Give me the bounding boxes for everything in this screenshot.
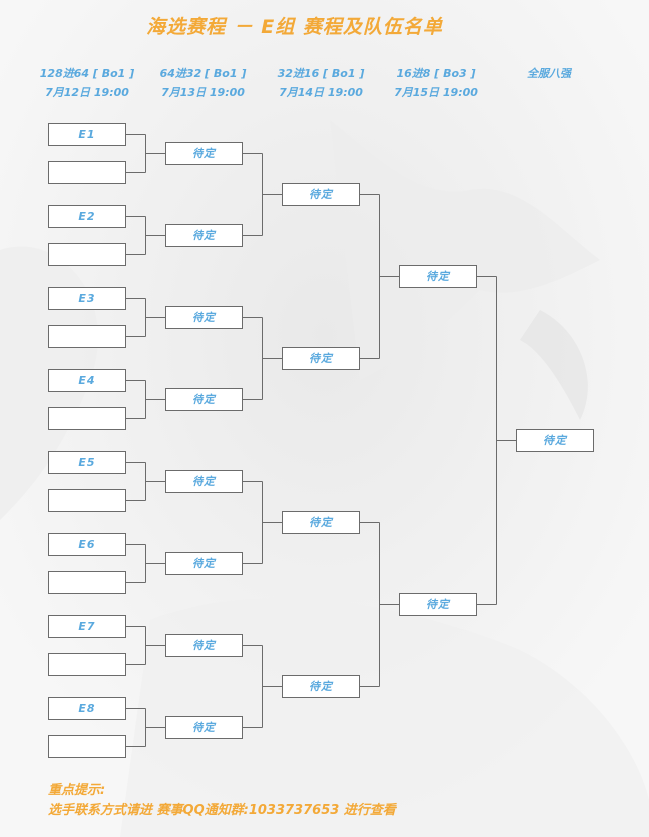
match-slot: 待定: [282, 183, 360, 206]
match-slot: 待定: [282, 347, 360, 370]
team-slot: E8: [48, 697, 126, 720]
round-date: 7月15日 19:00: [394, 86, 478, 99]
notes: 重点提示: 选手联系方式请进 赛事QQ通知群:1033737653 进行查看: [48, 781, 396, 821]
team-slot: E4: [48, 369, 126, 392]
match-slot: 待定: [516, 429, 594, 452]
round-name: 16进8 [ Bo3 ]: [396, 67, 476, 80]
match-slot: 待定: [165, 552, 243, 575]
notes-heading: 重点提示:: [48, 783, 106, 798]
round-name: 128进64 [ Bo1 ]: [39, 67, 135, 80]
round-header-top-8: 全服八强: [494, 64, 604, 83]
match-slot: 待定: [165, 716, 243, 739]
team-slot: E2: [48, 205, 126, 228]
round-date: 7月12日 19:00: [45, 86, 129, 99]
round-header-64-to-32: 64进32 [ Bo1 ] 7月13日 19:00: [148, 64, 258, 102]
team-slot: [48, 653, 126, 676]
team-slot: E5: [48, 451, 126, 474]
team-slot: E3: [48, 287, 126, 310]
match-slot: 待定: [165, 470, 243, 493]
team-slot: [48, 243, 126, 266]
team-slot: [48, 161, 126, 184]
round-header-32-to-16: 32进16 [ Bo1 ] 7月14日 19:00: [266, 64, 376, 102]
match-slot: 待定: [165, 142, 243, 165]
match-slot: 待定: [165, 306, 243, 329]
round-date: 7月13日 19:00: [161, 86, 245, 99]
team-slot: E7: [48, 615, 126, 638]
team-slot: [48, 571, 126, 594]
match-slot: 待定: [282, 675, 360, 698]
round-header-128-to-64: 128进64 [ Bo1 ] 7月12日 19:00: [32, 64, 142, 102]
team-slot: [48, 489, 126, 512]
team-slot: [48, 407, 126, 430]
match-slot: 待定: [165, 224, 243, 247]
match-slot: 待定: [165, 634, 243, 657]
round-name: 32进16 [ Bo1 ]: [277, 67, 365, 80]
round-date: 7月14日 19:00: [279, 86, 363, 99]
match-slot: 待定: [165, 388, 243, 411]
team-slot: [48, 325, 126, 348]
round-name: 全服八强: [527, 67, 571, 80]
match-slot: 待定: [399, 265, 477, 288]
team-slot: E6: [48, 533, 126, 556]
match-slot: 待定: [282, 511, 360, 534]
round-header-16-to-8: 16进8 [ Bo3 ] 7月15日 19:00: [381, 64, 491, 102]
round-name: 64进32 [ Bo1 ]: [159, 67, 247, 80]
page-title: 海选赛程 － E组 赛程及队伍名单: [146, 16, 443, 38]
team-slot: E1: [48, 123, 126, 146]
match-slot: 待定: [399, 593, 477, 616]
team-slot: [48, 735, 126, 758]
notes-line: 选手联系方式请进 赛事QQ通知群:1033737653 进行查看: [48, 803, 396, 818]
